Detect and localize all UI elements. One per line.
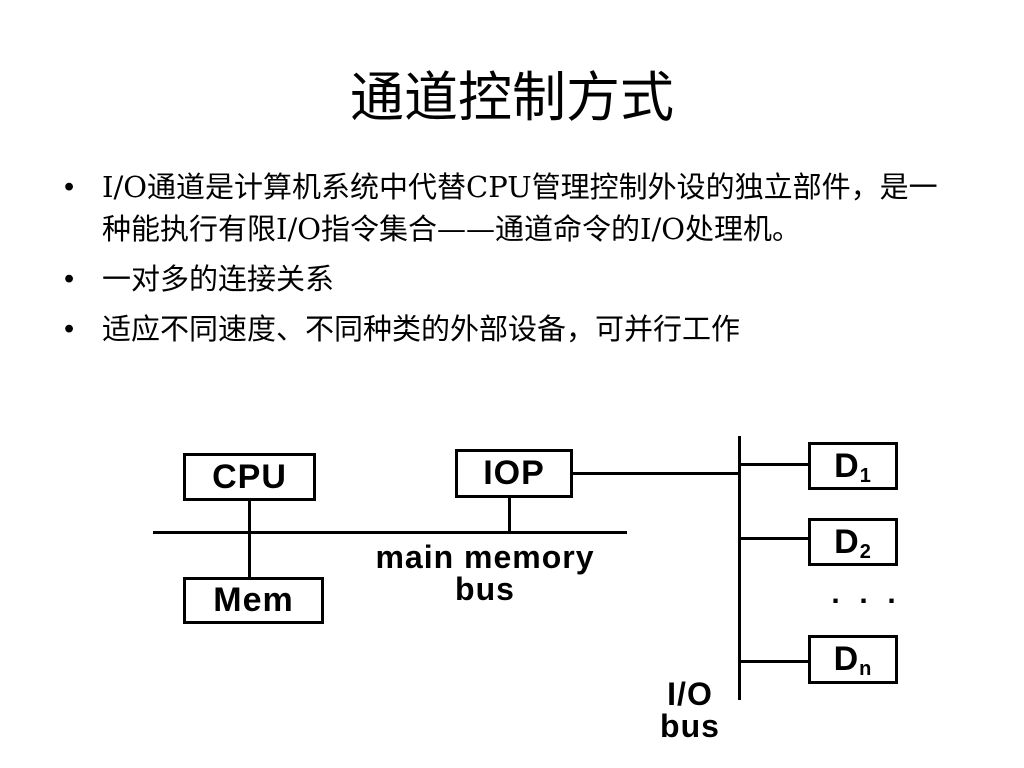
io-bus-line [738, 436, 741, 700]
bullet-marker: • [64, 313, 75, 345]
mem-box: Mem [183, 577, 324, 624]
mem-bus-connector [248, 533, 251, 578]
bullet-marker: • [64, 263, 75, 295]
bullet-marker: • [64, 171, 75, 203]
device-connector [740, 660, 808, 663]
cpu-bus-connector [248, 500, 251, 533]
slide-title: 通道控制方式 [350, 66, 674, 129]
device-ellipsis: . . . [831, 577, 897, 610]
main-memory-bus-label: main memory bus [327, 541, 643, 605]
device-subscript: n [859, 658, 873, 680]
bullet-text: 适应不同速度、不同种类的外部设备，可并行工作 [102, 312, 741, 346]
cpu-box: CPU [183, 453, 316, 501]
iop-io-bus-connector [572, 472, 740, 475]
device-subscript: 2 [859, 540, 872, 563]
main-memory-bus-line [153, 531, 627, 534]
device-connector [740, 463, 808, 466]
io-bus-label-line1: I/O [667, 676, 713, 712]
device-connector [740, 537, 808, 540]
bullet-text: I/O通道是计算机系统中代替CPU管理控制外设的独立部件，是一种能执行有限I/O… [102, 170, 938, 246]
iop-box: IOP [455, 449, 573, 498]
device-label: D [834, 522, 860, 561]
device-subscript: 1 [859, 464, 872, 487]
bullet-item: • 适应不同速度、不同种类的外部设备，可并行工作 [64, 308, 964, 350]
io-bus-label: I/O bus [644, 678, 736, 742]
bullet-text: 一对多的连接关系 [102, 262, 335, 296]
device-label: D [834, 446, 860, 485]
device-label: D [833, 640, 860, 678]
main-memory-bus-label-line1: main memory [375, 539, 595, 575]
main-memory-bus-label-line2: bus [455, 571, 515, 607]
bullet-list: • I/O通道是计算机系统中代替CPU管理控制外设的独立部件，是一种能执行有限I… [64, 166, 964, 358]
bullet-item: • I/O通道是计算机系统中代替CPU管理控制外设的独立部件，是一种能执行有限I… [64, 166, 964, 250]
bullet-item: • 一对多的连接关系 [64, 258, 964, 300]
iop-bus-connector [508, 497, 511, 533]
io-bus-label-line2: bus [660, 708, 720, 744]
